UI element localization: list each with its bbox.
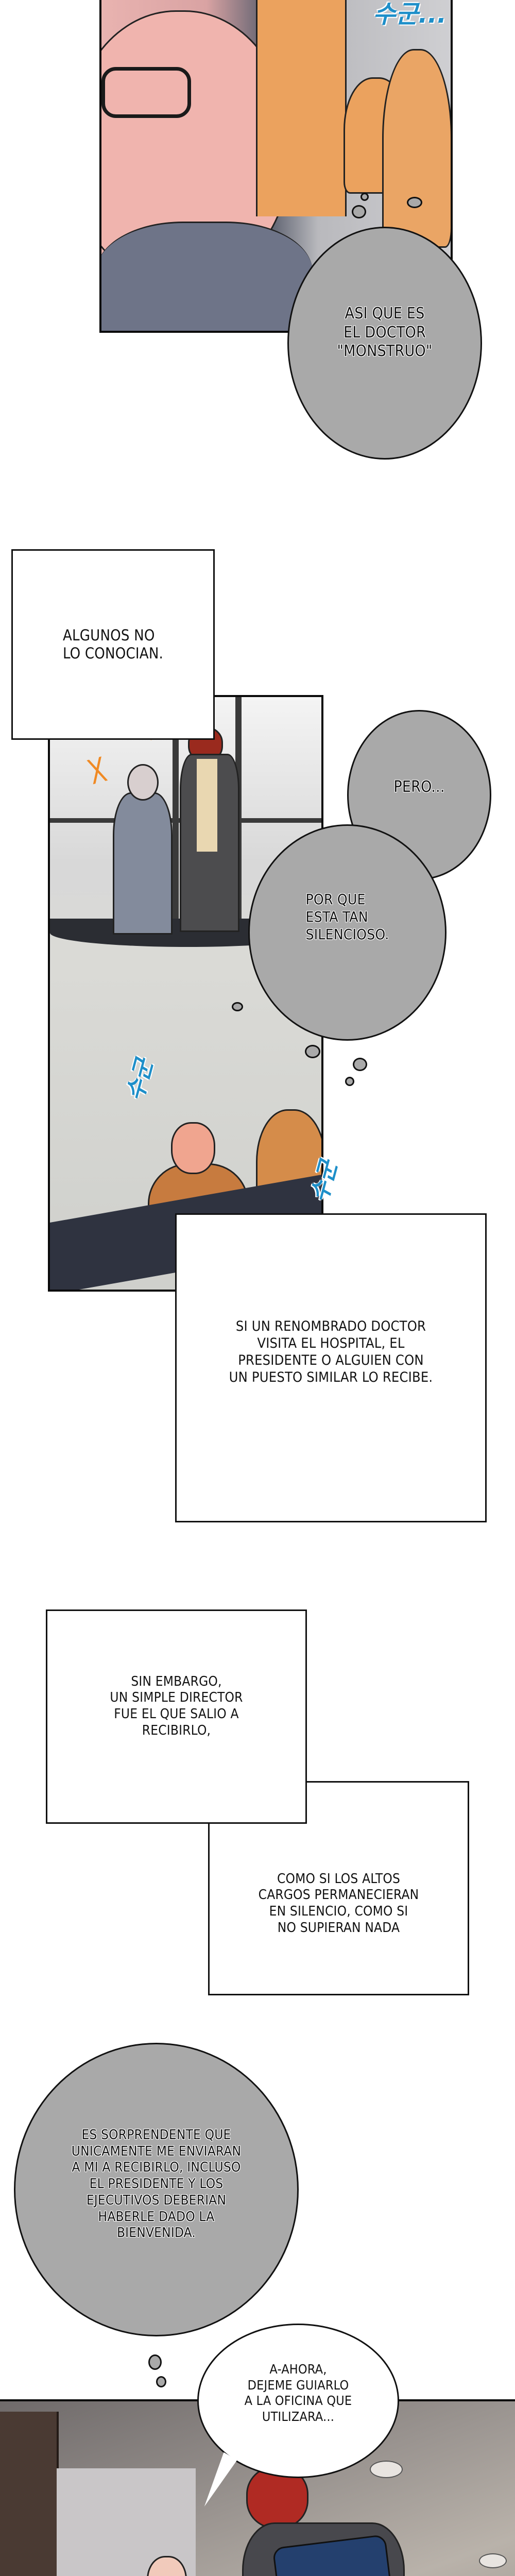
- thought-puff: [305, 1045, 320, 1058]
- staff-man: [256, 0, 347, 216]
- ceiling-light: [479, 2553, 507, 2568]
- staff-man-head: [171, 1122, 215, 1174]
- caption-join: [210, 1783, 305, 1822]
- ceiling-light: [370, 2461, 403, 2478]
- door: [0, 2412, 59, 2576]
- thought-text-monstruo: ASI QUE ES EL DOCTOR "MONSTRUO": [337, 304, 433, 361]
- thought-puff: [353, 1058, 367, 1071]
- director-head: [127, 764, 159, 801]
- tension-mark: ╳: [88, 758, 107, 784]
- staff-woman-2: [382, 49, 451, 248]
- window-frame: [173, 697, 179, 934]
- director-suit: [101, 222, 313, 331]
- thought-puff: [345, 1077, 354, 1086]
- thought-bubble-monstruo: ASI QUE ES EL DOCTOR "MONSTRUO": [287, 227, 482, 460]
- thought-bubble-silencioso: POR QUE ESTA TAN SILENCIOSO.: [248, 824, 447, 1041]
- thought-text-pero: PERO...: [393, 777, 445, 796]
- speech-text-ahora: A-AHORA, DEJEME GUIARLO A LA OFICINA QUE…: [244, 2362, 352, 2424]
- thought-puff: [148, 2354, 162, 2370]
- sfx-whisper-top: 수군...: [372, 0, 447, 29]
- caption-text-renombrado: SI UN RENOMBRADO DOCTOR VISITA EL HOSPIT…: [229, 1318, 433, 1385]
- thought-puff: [352, 205, 366, 218]
- thought-puff: [360, 193, 369, 201]
- thought-puff: [232, 1002, 243, 1011]
- director-back: [113, 792, 173, 935]
- caption-text-como-si: COMO SI LOS ALTOS CARGOS PERMANECIERAN E…: [258, 1871, 419, 1936]
- thought-puff: [407, 197, 422, 208]
- panel-3: [0, 2399, 515, 2576]
- thought-bubble-sorprendente: ES SORPRENDENTE QUE UNICAMENTE ME ENVIAR…: [14, 2043, 299, 2336]
- caption-text-sin-embargo: SIN EMBARGO, UN SIMPLE DIRECTOR FUE EL Q…: [110, 1673, 243, 1738]
- thought-text-sorprendente: ES SORPRENDENTE QUE UNICAMENTE ME ENVIAR…: [71, 2127, 242, 2241]
- director-glasses: [101, 67, 191, 118]
- sfx-whisper-left: 수군: [122, 1056, 158, 1104]
- caption-algunos: ALGUNOS NO LO CONOCIAN.: [11, 549, 215, 740]
- doctor-sweater: [197, 759, 217, 852]
- thought-puff: [156, 2376, 166, 2387]
- panel-1: 수군...: [99, 0, 453, 333]
- caption-renombrado: SI UN RENOMBRADO DOCTOR VISITA EL HOSPIT…: [175, 1213, 487, 1522]
- speech-bubble-ahora: A-AHORA, DEJEME GUIARLO A LA OFICINA QUE…: [197, 2324, 399, 2478]
- caption-text-algunos: ALGUNOS NO LO CONOCIAN.: [62, 626, 164, 662]
- thought-text-silencioso: POR QUE ESTA TAN SILENCIOSO.: [305, 890, 389, 943]
